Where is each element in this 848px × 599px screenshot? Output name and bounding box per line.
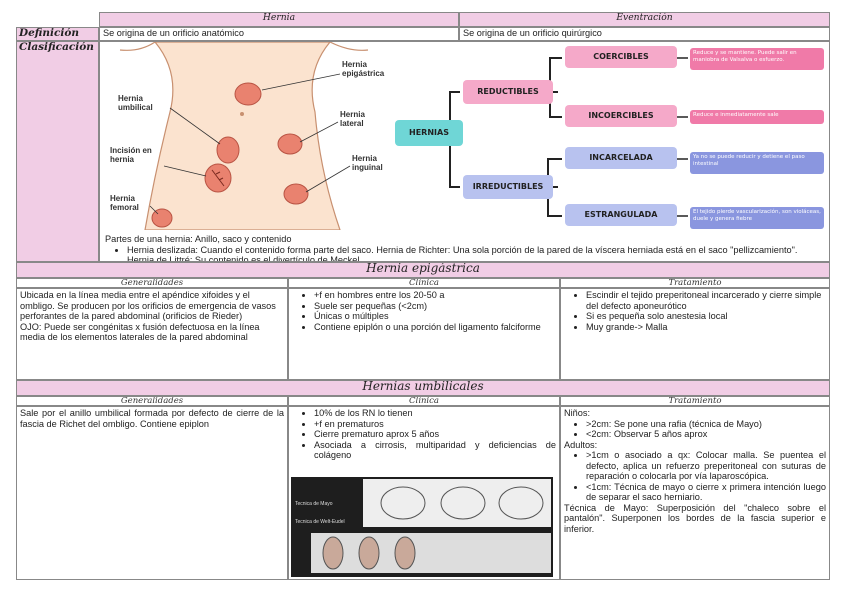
umb-col-clinica: Clínica (288, 396, 560, 406)
note-incarcelada: Ya no se puede reducir y detiene el paso… (690, 152, 824, 174)
partes-text: Partes de una hernia: Anillo, saco y con… (105, 234, 292, 244)
umb-tratamiento: Niños: >2cm: Se pone una rafia (técnica … (560, 406, 830, 580)
hernia-lateral-mark (277, 133, 303, 155)
label-hernia-lateral: Hernia lateral (340, 110, 365, 128)
label-hernia-femoral: Hernia femoral (110, 194, 139, 212)
clasificacion-label: Clasificación (16, 41, 99, 262)
umb-clinica: 10% de los RN lo tienen +f en prematuros… (288, 406, 560, 580)
mindmap-irreductibles: IRREDUCTIBLES (463, 175, 553, 199)
label-hernia-epigastrica: Hernia epigástrica (342, 60, 385, 78)
definicion-hernia: Se origina de un orificio anatómico (99, 27, 459, 41)
umbilicales-title: Hernias umbilicales (16, 380, 830, 396)
mindmap-reductibles: REDUCTIBLES (463, 80, 553, 104)
epi-col-tratamiento: Tratamiento (560, 278, 830, 288)
epi-col-clinica: Clínica (288, 278, 560, 288)
clasificacion-content: Hernia umbilical Hernia epigástrica Hern… (99, 41, 830, 262)
abdomen-illustration (119, 42, 369, 230)
epi-tratamiento: Escindir el tejido preperitoneal incarce… (560, 288, 830, 380)
definicion-eventracion: Se origina de un orificio quirúrgico (459, 27, 830, 41)
note-incoercibles: Reduce e inmediatamente sale (690, 110, 824, 124)
umb-col-tratamiento: Tratamiento (560, 396, 830, 406)
hernia-inguinal-mark (283, 183, 309, 205)
hernia-umbilical-mark (216, 136, 240, 164)
note-coercibles: Reduce y se mantiene. Puede salir en man… (690, 48, 824, 70)
epi-clinica: +f en hombres entre los 20-50 a Suele se… (288, 288, 560, 380)
technique-drawing-bottom (311, 533, 551, 573)
header-hernia: Hernia (99, 12, 459, 27)
technique-drawing-top (363, 479, 551, 527)
umb-generalidades: Sale por el anillo umbilical formada por… (16, 406, 288, 580)
definicion-label: Definición (16, 27, 99, 41)
label-incision-hernia: Incisión en hernia (110, 146, 152, 164)
mindmap-coercibles: COERCIBLES (565, 46, 677, 68)
mindmap-incoercibles: INCOERCIBLES (565, 105, 677, 127)
epi-col-generalidades: Generalidades (16, 278, 288, 288)
epigastrica-title: Hernia epigástrica (16, 262, 830, 278)
epi-generalidades: Ubicada en la línea media entre el apénd… (16, 288, 288, 380)
mindmap-estrangulada: ESTRANGULADA (565, 204, 677, 226)
surgical-technique-figure: Tecnica de Mayo Tecnica de Welt-Eudel (291, 477, 553, 577)
mindmap-hernias: HERNIAS (395, 120, 463, 146)
mindmap-incarcelada: INCARCELADA (565, 147, 677, 169)
label-hernia-inguinal: Hernia inguinal (352, 154, 383, 172)
header-eventracion: Eventración (459, 12, 830, 27)
hernia-epigastrica-mark (234, 82, 262, 106)
umb-col-generalidades: Generalidades (16, 396, 288, 406)
label-hernia-umbilical: Hernia umbilical (118, 94, 153, 112)
deslizada-bullet: Hernia deslizada: Cuando el contenido fo… (127, 245, 825, 262)
note-estrangulada: El tejido pierde vascularización, son vi… (690, 207, 824, 229)
hernia-femoral-mark (151, 208, 173, 228)
